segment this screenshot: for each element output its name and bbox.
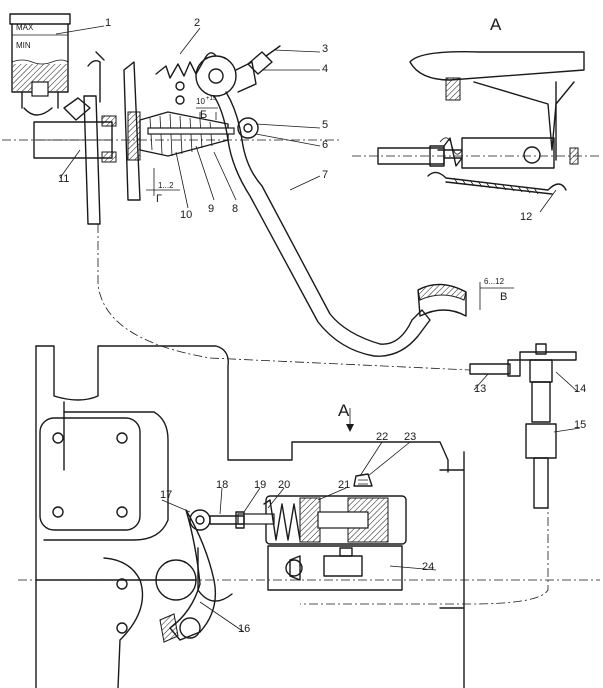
callout-16: 16	[238, 623, 250, 635]
callout-11: 11	[58, 173, 69, 185]
callout-24: 24	[422, 561, 434, 573]
callout-15: 15	[574, 419, 586, 431]
callout-23: 23	[404, 431, 416, 443]
dim-gap-b-tol: +15	[206, 96, 217, 102]
callout-20: 20	[278, 479, 290, 491]
callout-13: 13	[474, 383, 486, 395]
view-a-title: А	[490, 15, 502, 34]
dim-b-mark: Б	[200, 109, 207, 121]
callout-2: 2	[194, 17, 200, 29]
dim-gap-b: 10	[196, 97, 205, 106]
slave-cylinder	[159, 473, 407, 643]
callout-12: 12	[520, 211, 532, 223]
reservoir	[9, 13, 71, 116]
callout-10: 10	[180, 209, 192, 221]
dim-pedal-travel: 6...12	[484, 277, 505, 286]
dim-g-mark: Г	[156, 193, 162, 205]
hose-fittings	[469, 343, 577, 509]
dim-v-mark: В	[500, 291, 507, 303]
callout-22: 22	[376, 431, 388, 443]
callout-6: 6	[322, 139, 328, 151]
callout-17: 17	[160, 489, 172, 501]
leader-lines	[55, 25, 581, 633]
clutch-pedal	[213, 91, 514, 357]
hydraulic-pipeline	[97, 224, 471, 371]
callout-3: 3	[322, 43, 328, 55]
callout-8: 8	[232, 203, 238, 215]
callout-7: 7	[322, 169, 328, 181]
reservoir-min-label: MIN	[16, 41, 31, 50]
callout-14: 14	[574, 383, 586, 395]
callout-4: 4	[322, 63, 328, 75]
callout-21: 21	[338, 479, 350, 491]
dim-free-play: 1...2	[158, 181, 174, 190]
callout-1: 1	[105, 17, 111, 29]
callout-9: 9	[208, 203, 214, 215]
view-a-arrow-label: А	[338, 401, 350, 420]
reservoir-max-label: MAX	[16, 23, 34, 32]
callout-19: 19	[254, 479, 266, 491]
view-a-release-cylinder	[352, 51, 600, 195]
callout-18: 18	[216, 479, 228, 491]
callout-5: 5	[322, 119, 328, 131]
master-cylinder-assembly	[2, 13, 340, 225]
